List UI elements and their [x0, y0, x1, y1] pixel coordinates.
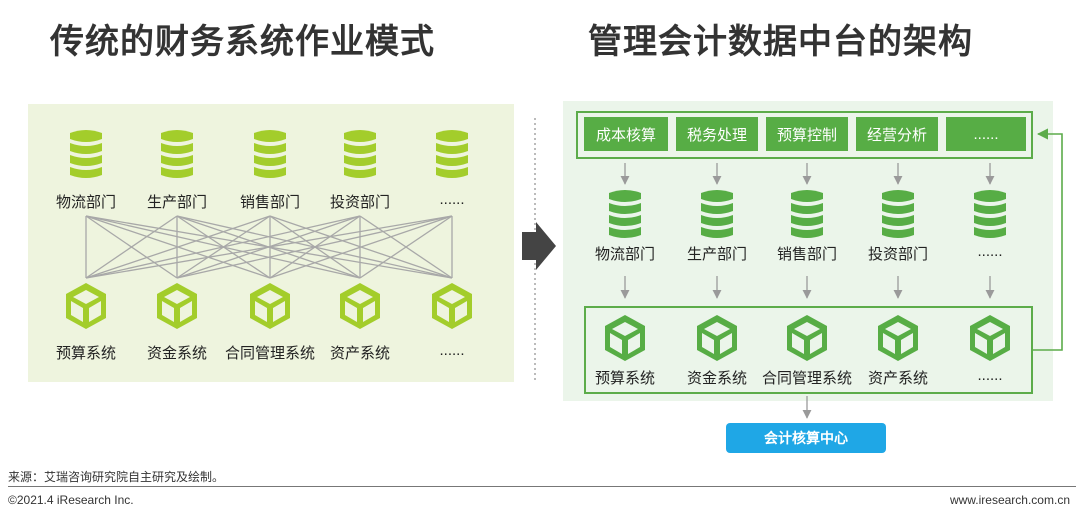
- cube-icon: [157, 283, 197, 329]
- right-department-4: 投资部门: [867, 246, 929, 263]
- left-system-4: 资产系统: [329, 345, 391, 362]
- top-box-1: 成本核算: [584, 117, 668, 151]
- connector-line: [85, 215, 178, 279]
- right-department-1: 物流部门: [594, 246, 656, 263]
- connector-line: [85, 215, 361, 279]
- analysis-bar: [576, 111, 1033, 159]
- left-department-3: 销售部门: [239, 194, 301, 211]
- systems-group: [584, 306, 1033, 394]
- left-system-1: 预算系统: [55, 345, 117, 362]
- cube-icon: [250, 283, 290, 329]
- right-title: 管理会计数据中台的架构: [588, 23, 973, 61]
- right-system-4: 资产系统: [867, 370, 929, 387]
- cube-icon: [787, 315, 827, 361]
- connector-line: [176, 215, 453, 279]
- cube-icon: [605, 315, 645, 361]
- source-note: 来源：艾瑞咨询研究院自主研究及绘制。: [8, 470, 225, 484]
- top-box-4: 经营分析: [856, 117, 938, 151]
- cube-icon: [340, 283, 380, 329]
- accounting-center-box: 会计核算中心: [726, 423, 886, 453]
- left-department-1: 物流部门: [55, 194, 117, 211]
- database-icon: [70, 130, 102, 178]
- cube-icon: [432, 283, 472, 329]
- connector-line: [85, 215, 453, 279]
- left-title: 传统的财务系统作业模式: [50, 23, 435, 61]
- connector-line: [359, 215, 453, 279]
- left-department-5: ......: [439, 191, 465, 208]
- database-icon: [882, 190, 914, 238]
- top-box-2: 税务处理: [676, 117, 758, 151]
- right-system-1: 预算系统: [594, 370, 656, 387]
- right-department-3: 销售部门: [776, 246, 838, 263]
- website: www.iresearch.com.cn: [949, 493, 1070, 507]
- copyright: ©2021.4 iResearch Inc.: [8, 493, 134, 507]
- cube-icon: [66, 283, 106, 329]
- database-icon: [344, 130, 376, 178]
- database-icon: [974, 190, 1006, 238]
- right-department-2: 生产部门: [686, 246, 748, 263]
- transition-arrow-icon: [522, 222, 556, 270]
- database-icon: [791, 190, 823, 238]
- cube-icon: [878, 315, 918, 361]
- top-box-5: ......: [946, 117, 1026, 151]
- footer-divider: [8, 486, 1076, 487]
- right-system-2: 资金系统: [686, 370, 748, 387]
- database-icon: [609, 190, 641, 238]
- database-icon: [254, 130, 286, 178]
- connector-line: [85, 215, 271, 279]
- database-icon: [161, 130, 193, 178]
- right-system-3: 合同管理系统: [761, 370, 853, 387]
- left-department-2: 生产部门: [146, 194, 208, 211]
- right-system-5: ......: [977, 367, 1003, 384]
- left-department-4: 投资部门: [329, 194, 391, 211]
- top-box-3: 预算控制: [766, 117, 848, 151]
- database-icon: [436, 130, 468, 178]
- cube-icon: [697, 315, 737, 361]
- cube-icon: [970, 315, 1010, 361]
- right-department-5: ......: [977, 243, 1003, 260]
- left-system-5: ......: [439, 342, 465, 359]
- left-system-2: 资金系统: [146, 345, 208, 362]
- connector-line: [269, 215, 453, 279]
- left-system-3: 合同管理系统: [224, 345, 316, 362]
- database-icon: [701, 190, 733, 238]
